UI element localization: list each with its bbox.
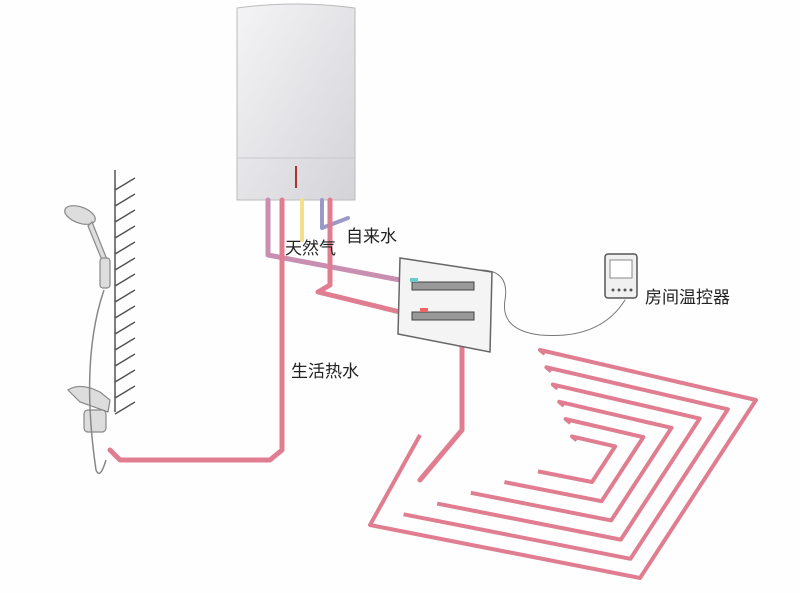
wall-hatch-line: [114, 177, 136, 191]
coil-loop: [470, 399, 674, 523]
shower-head-icon: [64, 205, 111, 289]
wall-hatch-line: [114, 401, 136, 415]
thermostat-wire: [479, 269, 626, 337]
floor-loop-feed: [417, 327, 465, 483]
wall-hung-boiler: [236, 3, 356, 201]
wall: [114, 170, 136, 415]
wall-hatch-line: [114, 225, 136, 239]
wall-hatch-line: [114, 257, 136, 271]
room-thermostat-icon: [604, 253, 638, 299]
shower-hose: [88, 289, 107, 475]
pipes: [107, 197, 626, 483]
wall-hatch-line: [114, 241, 136, 255]
coil-loop: [537, 434, 618, 484]
wall-hatch-line: [114, 193, 136, 207]
wall-hatch-line: [114, 369, 136, 383]
coil-loop: [436, 382, 702, 542]
wall-hatch-line: [114, 289, 136, 303]
wall-hatch-line: [114, 273, 136, 287]
wall-hatch-line: [114, 209, 136, 223]
label-natural-gas: 天然气: [285, 239, 336, 259]
tap-water-pipe: [320, 198, 350, 230]
coil-loop: [368, 348, 758, 580]
hot-water-pipe: [107, 197, 285, 463]
wall-hatch-line: [114, 385, 136, 399]
wall-hatch-line: [114, 337, 136, 351]
wall-hatch-line: [114, 353, 136, 367]
label-room-thermostat: 房间温控器: [645, 288, 730, 308]
wall-hatch-line: [114, 321, 136, 335]
coil-loop: [403, 365, 730, 561]
floor-heating-coil: [368, 348, 758, 580]
heating-supply-pipe: [265, 197, 403, 283]
coil-loop: [504, 417, 646, 504]
label-domestic-hot-water: 生活热水: [291, 362, 359, 382]
heating-return-pipe: [315, 197, 403, 315]
wall-hatch-line: [114, 305, 136, 319]
manifold-box: [397, 257, 493, 353]
label-tap-water: 自来水: [346, 227, 397, 247]
